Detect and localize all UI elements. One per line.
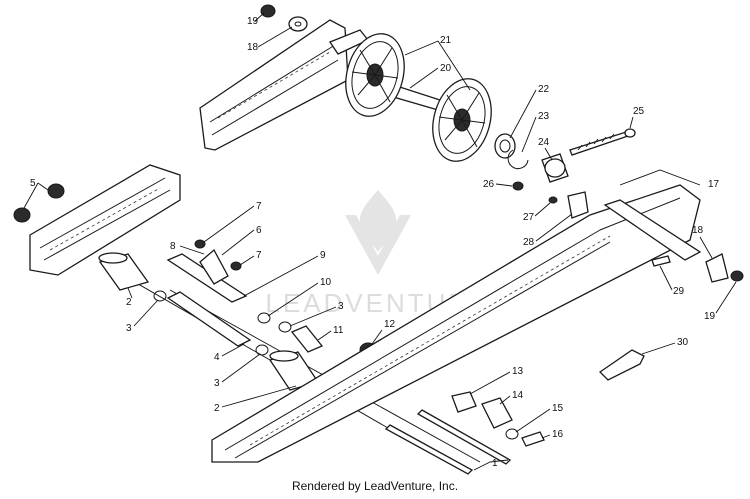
callout-4: 4: [214, 352, 220, 363]
callout-12: 12: [384, 319, 396, 330]
right-frame-rail: [211, 184, 701, 463]
callout-1: 1: [492, 458, 498, 469]
callout-11: 11: [333, 325, 344, 336]
callout-3-right: 3: [338, 301, 344, 312]
callout-10: 10: [320, 277, 332, 288]
bearing-and-hub-parts: [494, 133, 589, 219]
washers-3: [153, 290, 292, 356]
idler-wheel-right: [432, 78, 492, 162]
callout-6: 6: [256, 225, 262, 236]
spacer-2-upper: [98, 252, 150, 291]
callout-19-right: 19: [704, 311, 716, 322]
footer-credit: Rendered by LeadVenture, Inc.: [291, 479, 459, 493]
callout-14: 14: [512, 390, 524, 401]
caps-5: [13, 183, 65, 223]
lower-hardware: [451, 391, 545, 447]
callout-24: 24: [538, 137, 550, 148]
callout-5: 5: [30, 178, 36, 189]
callout-2-lower: 2: [214, 403, 220, 414]
callout-7-mid: 7: [256, 250, 262, 261]
callout-8: 8: [170, 241, 176, 252]
flame-logo-icon: [359, 190, 397, 252]
bushing-11: [290, 325, 324, 353]
callout-21: 21: [440, 35, 452, 46]
callout-2-upper: 2: [126, 297, 132, 308]
callout-15: 15: [552, 403, 564, 414]
pivot-arm-assembly: [166, 239, 271, 324]
callout-16: 16: [552, 429, 564, 440]
upper-rail-section: [199, 19, 349, 151]
callout-30: 30: [677, 337, 689, 348]
upper-washer-parts: [260, 4, 308, 32]
callout-17: 17: [708, 179, 720, 190]
callout-3-lower: 3: [214, 378, 220, 389]
callout-26: 26: [483, 179, 495, 190]
callout-23: 23: [538, 111, 550, 122]
callout-22: 22: [538, 84, 550, 95]
idler-wheel-left: [345, 33, 405, 117]
callout-9: 9: [320, 250, 326, 261]
v-logo-icon: [345, 215, 411, 275]
callout-18-top: 18: [247, 42, 259, 53]
long-bolts-1: [384, 409, 512, 475]
callout-29: 29: [673, 286, 685, 297]
callout-19-top: 19: [247, 16, 259, 27]
shaft-4: [166, 291, 252, 347]
callout-13: 13: [512, 366, 524, 377]
callout-7-top: 7: [256, 201, 262, 212]
callouts: 19 18 21 20 22 23 24 25 26 27 28 17 1: [23, 12, 737, 471]
left-frame-rail: [29, 164, 181, 276]
bracket-30: [598, 349, 645, 381]
callout-18-right: 18: [692, 225, 704, 236]
callout-3-left: 3: [126, 323, 132, 334]
callout-27: 27: [523, 212, 535, 223]
callout-28: 28: [523, 237, 535, 248]
rear-axle-17: [603, 199, 744, 283]
long-bolt-25: [569, 128, 636, 156]
bracket-leader-17: [619, 169, 701, 186]
callout-25: 25: [633, 106, 645, 117]
callout-20: 20: [440, 63, 452, 74]
